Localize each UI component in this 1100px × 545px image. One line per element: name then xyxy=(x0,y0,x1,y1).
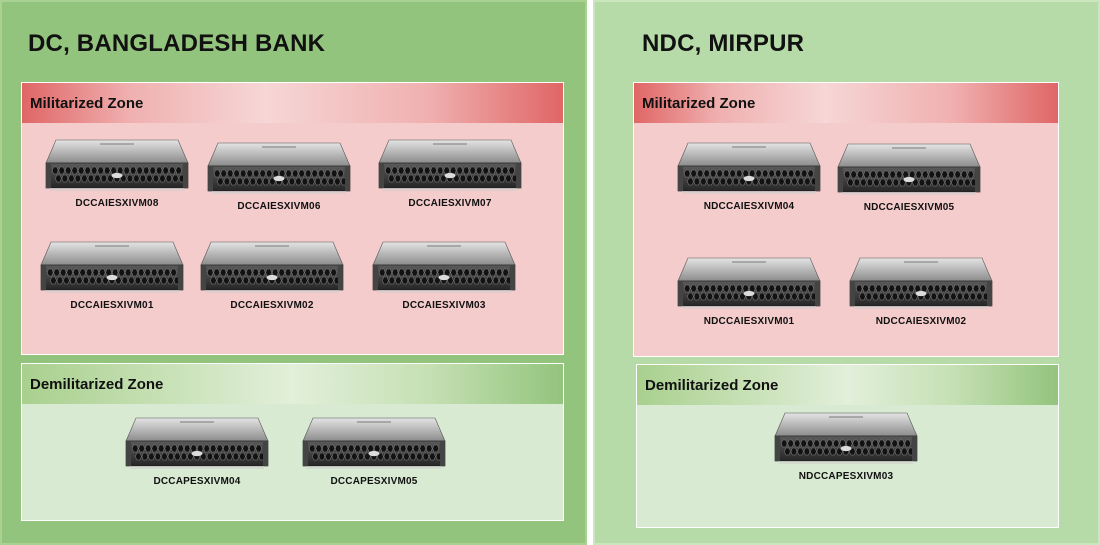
site-dc-bangladesh-bank: DC, BANGLADESH BANK Militarized Zone DCC… xyxy=(0,0,587,545)
rack-server-icon xyxy=(677,142,821,194)
rack-server-icon xyxy=(774,412,918,464)
rack-server-icon xyxy=(207,142,351,194)
rack-server-icon xyxy=(849,257,993,309)
server-label: NDCCAIESXIVM05 xyxy=(863,202,955,213)
server-label: DCCAIESXIVM06 xyxy=(237,201,321,212)
server: NDCCAPESXIVM03 xyxy=(771,409,921,482)
server-label: NDCCAIESXIVM02 xyxy=(875,316,967,327)
server-label: NDCCAIESXIVM04 xyxy=(703,201,795,212)
server-label: NDCCAPESXIVM03 xyxy=(798,471,894,482)
rack-server-icon xyxy=(302,417,446,469)
site-title: DC, BANGLADESH BANK xyxy=(28,30,326,57)
server: NDCCAIESXIVM05 xyxy=(834,140,984,213)
server-label: DCCAIESXIVM08 xyxy=(75,198,159,209)
server: DCCAIESXIVM02 xyxy=(197,238,347,311)
server: NDCCAIESXIVM02 xyxy=(846,254,996,327)
site-title: NDC, MIRPUR xyxy=(642,30,805,57)
rack-server-icon xyxy=(125,417,269,469)
zone-header: Militarized Zone xyxy=(22,83,563,123)
server: DCCAIESXIVM06 xyxy=(204,139,354,212)
server-label: DCCAIESXIVM02 xyxy=(230,300,314,311)
demilitarized-zone: Demilitarized Zone NDCCAPESXIVM03 xyxy=(636,364,1059,528)
rack-server-icon xyxy=(200,241,344,293)
rack-server-icon xyxy=(378,139,522,191)
server: NDCCAIESXIVM01 xyxy=(674,254,824,327)
server-label: DCCAIESXIVM01 xyxy=(70,300,154,311)
server: DCCAPESXIVM05 xyxy=(299,414,449,487)
rack-server-icon xyxy=(837,143,981,195)
zone-header: Demilitarized Zone xyxy=(637,365,1058,405)
rack-server-icon xyxy=(677,257,821,309)
server: DCCAIESXIVM08 xyxy=(42,136,192,209)
militarized-zone: Militarized Zone DCCAIESXIVM08 DCCAIESXI… xyxy=(21,82,564,355)
rack-server-icon xyxy=(372,241,516,293)
demilitarized-zone: Demilitarized Zone DCCAPESXIVM04 DCCAPES… xyxy=(21,363,564,521)
server-label: DCCAPESXIVM05 xyxy=(330,476,418,487)
server: DCCAIESXIVM03 xyxy=(369,238,519,311)
server: DCCAIESXIVM07 xyxy=(375,136,525,209)
site-ndc-mirpur: NDC, MIRPUR Militarized Zone NDCCAIESXIV… xyxy=(593,0,1100,545)
zone-header: Militarized Zone xyxy=(634,83,1058,123)
server-label: NDCCAIESXIVM01 xyxy=(703,316,795,327)
server-label: DCCAIESXIVM07 xyxy=(408,198,492,209)
server: DCCAPESXIVM04 xyxy=(122,414,272,487)
server: DCCAIESXIVM01 xyxy=(37,238,187,311)
rack-server-icon xyxy=(40,241,184,293)
rack-server-icon xyxy=(45,139,189,191)
server: NDCCAIESXIVM04 xyxy=(674,139,824,212)
server-label: DCCAPESXIVM04 xyxy=(153,476,241,487)
militarized-zone: Militarized Zone NDCCAIESXIVM04 NDCCAIES… xyxy=(633,82,1059,357)
zone-header: Demilitarized Zone xyxy=(22,364,563,404)
server-label: DCCAIESXIVM03 xyxy=(402,300,486,311)
